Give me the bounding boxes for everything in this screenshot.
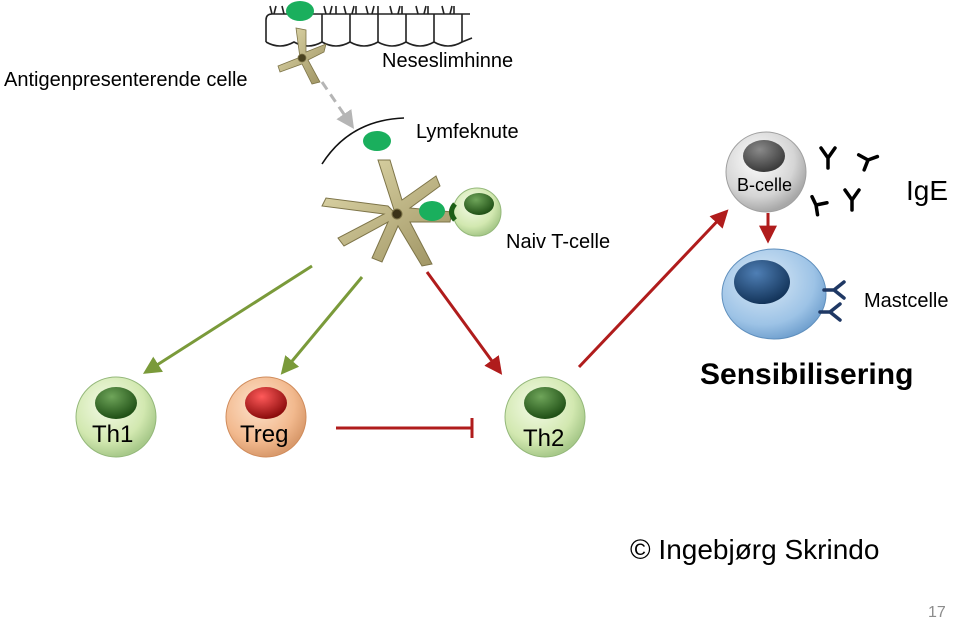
- treg-cell: [225, 376, 307, 458]
- label-nasal-mucosa: Neseslimhinne: [382, 50, 514, 72]
- antigen-presented: [419, 201, 445, 221]
- label-ige: IgE: [906, 175, 949, 206]
- dendritic-cell-large: [321, 159, 453, 267]
- label-th2: Th2: [523, 425, 565, 452]
- arrow-th2-to-bcell: [577, 209, 729, 369]
- label-antigen-presenting-cell: Antigenpresenterende celle: [4, 69, 248, 91]
- mast-cell: [721, 248, 827, 340]
- label-naive-t-cell: Naiv T-celle: [506, 231, 611, 253]
- antigen-small: [286, 1, 314, 21]
- th1-cell: [75, 376, 157, 458]
- migration-arrow: [320, 81, 355, 129]
- b-cell: [725, 131, 807, 213]
- arrow-to-th1: [142, 264, 313, 374]
- copyright-notice: © Ingebjørg Skrindo: [630, 534, 880, 565]
- page-number: 17: [928, 604, 946, 621]
- antigen-large: [363, 131, 391, 151]
- nasal-epithelium: [265, 5, 473, 47]
- ige-receptors: [818, 280, 846, 322]
- label-treg: Treg: [240, 421, 289, 448]
- label-th1: Th1: [92, 421, 134, 448]
- label-sensitization: Sensibilisering: [700, 358, 914, 391]
- naive-t-cell: [449, 187, 502, 237]
- ige-antibodies: [810, 146, 880, 217]
- dendritic-cell-small: [277, 27, 327, 85]
- inhibition-line: [336, 418, 474, 438]
- label-b-cell: B-celle: [737, 175, 793, 195]
- th2-cell: [504, 376, 586, 458]
- arrow-to-th2: [425, 271, 503, 375]
- lymph-node-boundary: [321, 117, 405, 165]
- label-lymph-node: Lymfeknute: [416, 121, 519, 143]
- arrow-to-treg: [280, 276, 364, 375]
- label-mast-cell: Mastcelle: [864, 290, 949, 312]
